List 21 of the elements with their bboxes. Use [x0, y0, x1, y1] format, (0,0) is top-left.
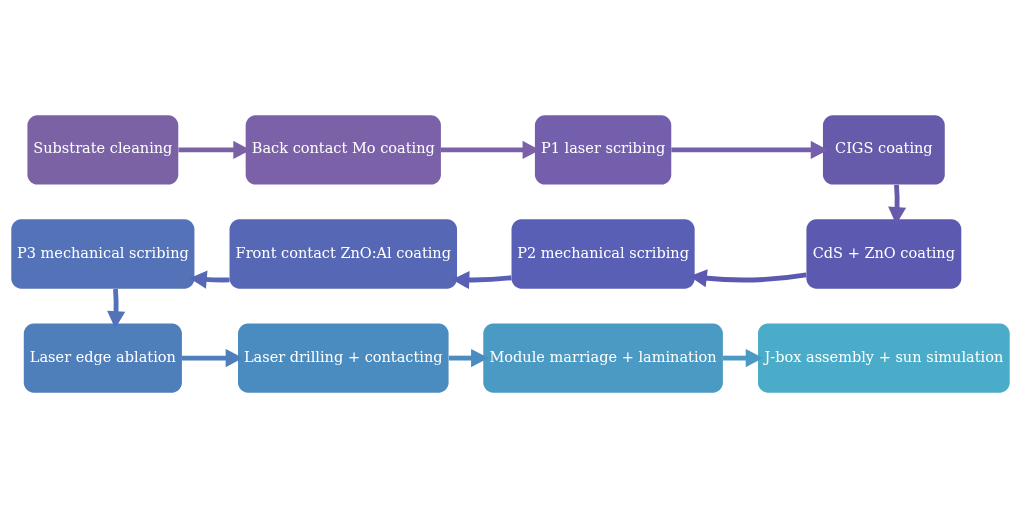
node-box: CIGS coating — [822, 115, 945, 185]
arrow — [107, 288, 126, 329]
node-box: Laser drilling + contacting — [238, 323, 449, 393]
node-box: P3 mechanical scribing — [11, 219, 195, 289]
arrow — [182, 349, 243, 368]
node-box: Laser edge ablation — [23, 323, 182, 393]
node-box: J-box assembly + sun simulation — [758, 323, 1010, 393]
arrow — [448, 349, 489, 368]
arrow — [722, 349, 763, 368]
node-box: Module marriage + lamination — [483, 323, 723, 393]
node-box: CdS + ZnO coating — [806, 219, 962, 289]
node-box: Back contact Mo coating — [245, 115, 441, 185]
arrow — [440, 140, 540, 159]
arrow — [671, 140, 829, 159]
node-box: Front contact ZnO:Al coating — [229, 219, 458, 289]
arrow — [189, 270, 230, 289]
node-box: P1 laser scribing — [534, 115, 672, 185]
arrow — [888, 184, 907, 225]
node-box: Substrate cleaning — [27, 115, 179, 185]
arrow — [452, 270, 512, 290]
node-box: P2 mechanical scribing — [511, 219, 695, 289]
